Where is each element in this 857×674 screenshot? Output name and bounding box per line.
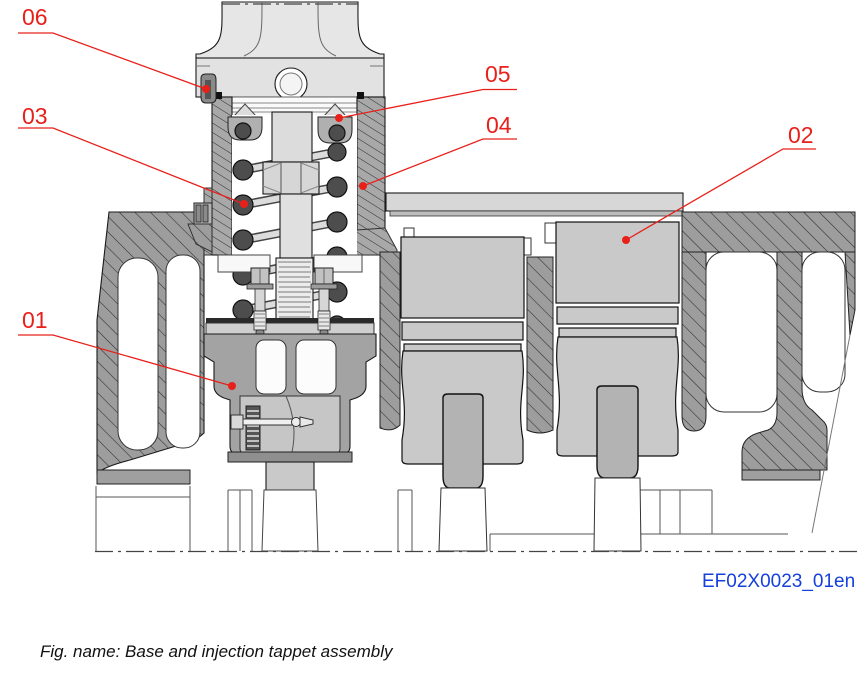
under-structure (95, 486, 788, 551)
lower-casting (203, 333, 377, 552)
callout-05-leader (338, 88, 517, 119)
callout-04: 04 (359, 112, 517, 190)
injection-tappet-left (400, 236, 525, 552)
callout-03-leader (18, 127, 245, 205)
follower (195, 1, 385, 101)
cross-pin (230, 414, 314, 430)
base-block-left (96, 211, 205, 485)
figure-caption: Fig. name: Base and injection tappet ass… (40, 642, 394, 661)
callout-04-leader (362, 138, 517, 187)
callout-02-label: 02 (788, 122, 814, 148)
casting-stem (265, 461, 315, 491)
tappet-stem-right (596, 385, 639, 479)
bolt-right (310, 267, 338, 336)
bolt-left (246, 267, 274, 336)
side-fitting (187, 202, 213, 253)
callout-03-dot (240, 200, 248, 208)
callout-01-leader (18, 334, 233, 387)
callout-03-label: 03 (22, 103, 48, 129)
callout-01-label: 01 (22, 307, 48, 333)
callout-03: 03 (18, 103, 248, 208)
callout-06: 06 (18, 4, 210, 93)
seat-and-bolts (205, 254, 375, 337)
callout-02-leader (625, 148, 816, 241)
callouts: 06 03 01 05 04 02 (18, 4, 816, 390)
callout-01-dot (228, 382, 236, 390)
callout-04-dot (359, 182, 367, 190)
drawing-code: EF02X0023_01en (702, 571, 855, 592)
guide-walls (187, 73, 398, 256)
tappet-stem-left (442, 393, 484, 489)
callout-05: 05 (335, 61, 517, 122)
hex-nut (262, 161, 320, 195)
callout-01: 01 (18, 307, 236, 390)
callout-06-leader (18, 32, 207, 90)
callout-05-label: 05 (485, 61, 511, 87)
callout-04-label: 04 (486, 112, 512, 138)
callout-06-dot (202, 85, 210, 93)
callout-05-dot (335, 114, 343, 122)
callout-02-dot (622, 236, 630, 244)
callout-06-label: 06 (22, 4, 48, 30)
base-block-right (379, 211, 856, 534)
check-valve-spring (245, 405, 261, 451)
centerlines (95, 3, 857, 553)
callout-02: 02 (622, 122, 816, 244)
injection-tappet-right (555, 221, 680, 552)
